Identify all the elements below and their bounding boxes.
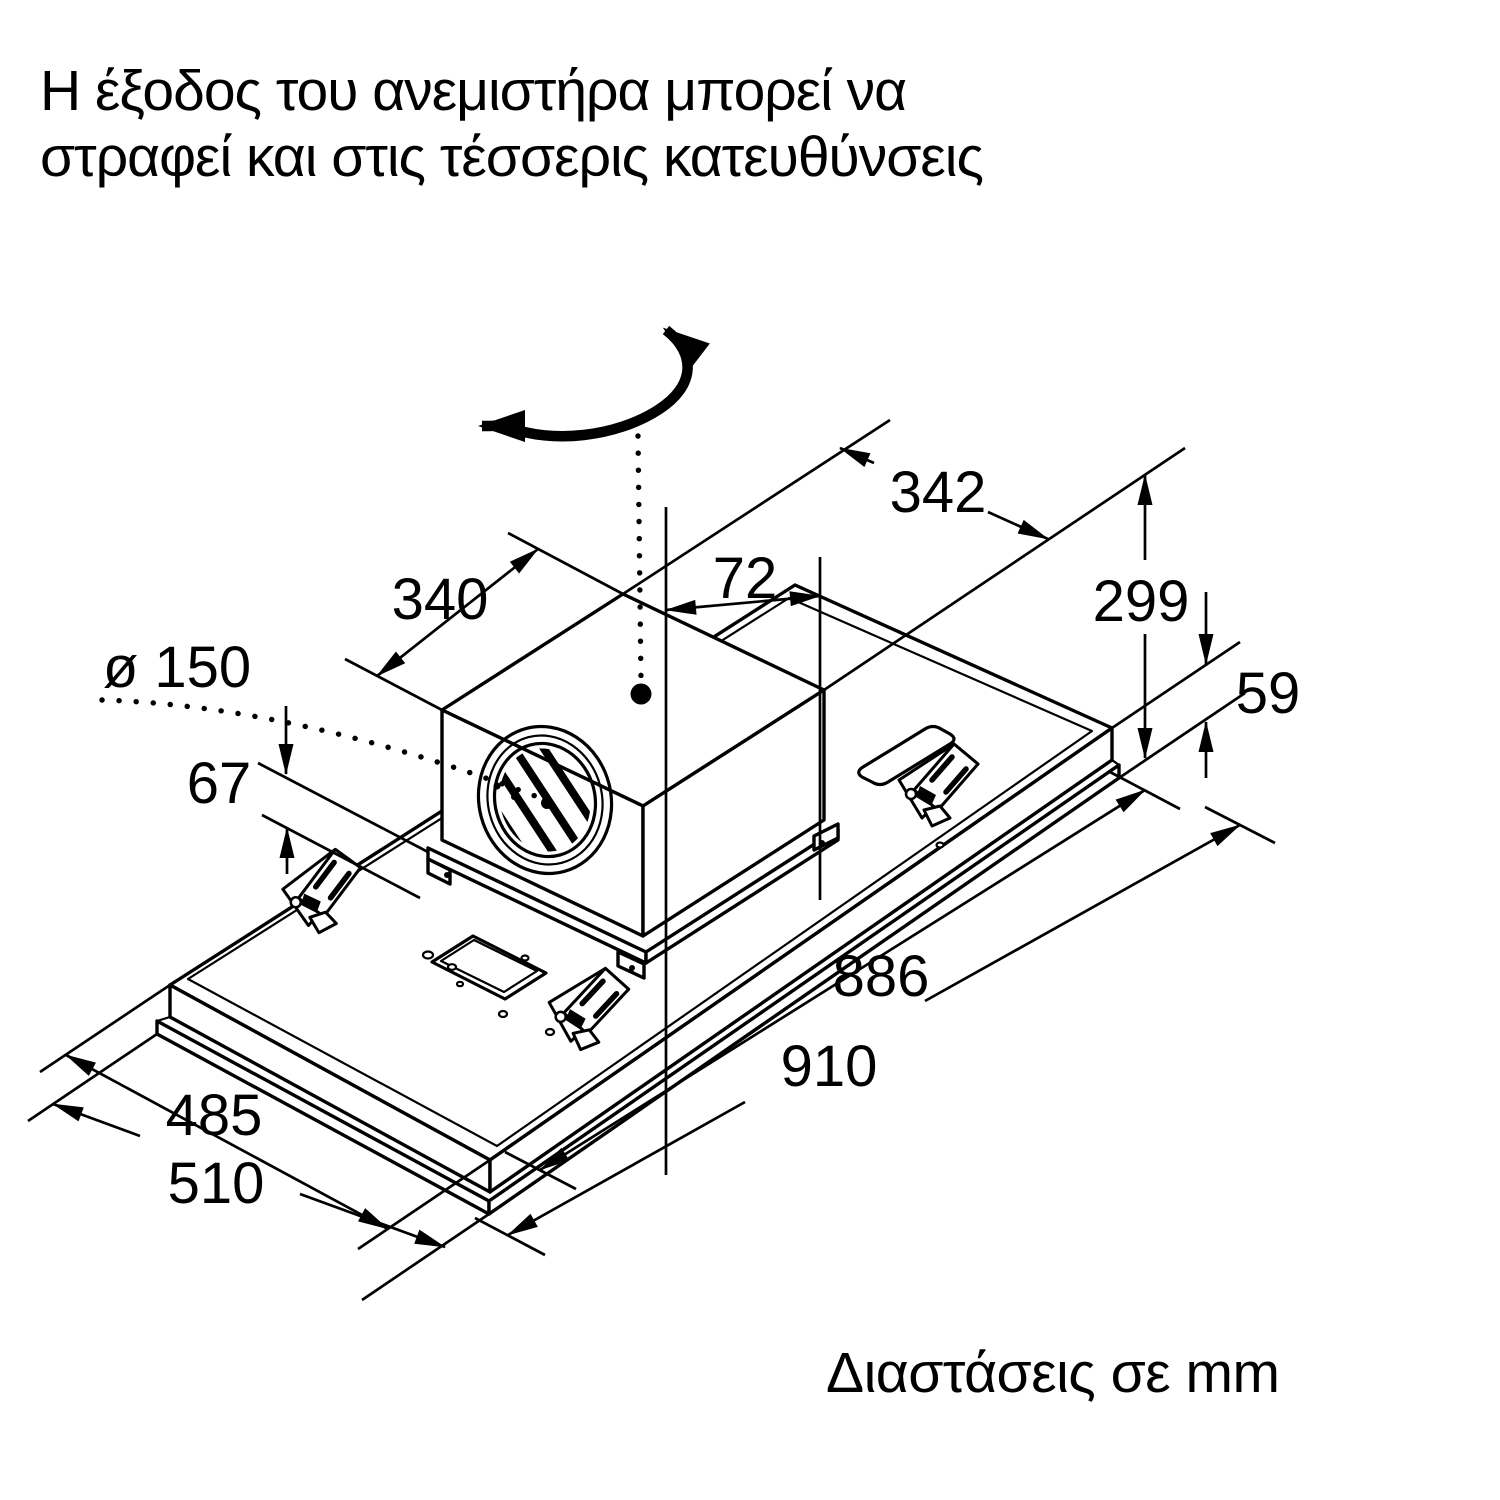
duct-screw-2 [511, 794, 517, 800]
dim-label-510: 510 [168, 1151, 265, 1216]
dim-485: 485 [39, 983, 491, 1251]
dim-342: 342 [622, 418, 1186, 692]
rotation-axis-dotted-line [635, 433, 644, 683]
dim-299: 299 [1093, 474, 1190, 759]
dim-510: 510 [27, 1032, 490, 1302]
dim-340: 340 [344, 531, 624, 712]
dim-label-886: 886 [833, 944, 930, 1009]
dim-150: ø 150 [99, 635, 546, 802]
dim-label-299: 299 [1093, 569, 1190, 634]
rotation-axis-ball [630, 683, 652, 705]
dim-label-340: 340 [392, 567, 489, 632]
dim-910: 910 [474, 805, 1276, 1257]
dim-label-485: 485 [166, 1083, 263, 1148]
dim-label-342: 342 [890, 460, 987, 525]
dim-72: 72 [665, 546, 821, 615]
panel-lip-edge-e [1110, 758, 1121, 767]
dim-label-59: 59 [1236, 661, 1301, 726]
page-title: Η έξοδος του ανεμιστήρα μπορεί να στραφε… [40, 58, 984, 190]
dim-label-910: 910 [781, 1034, 878, 1099]
duct-center-point [541, 797, 553, 809]
duct-screw-1 [493, 782, 501, 790]
dim-label-150: ø 150 [103, 635, 251, 700]
title-line-1: Η έξοδος του ανεμιστήρα μπορεί να [40, 59, 907, 123]
dim-label-67: 67 [187, 751, 252, 816]
rotation-arrow-icon [478, 325, 710, 442]
units-note: Διαστάσεις σε mm [826, 1341, 1280, 1405]
dim-label-72: 72 [713, 546, 778, 611]
title-line-2: στραφεί και στις τέσσερις κατευθύνσεις [40, 125, 984, 189]
dim-886: 886 [504, 770, 1181, 1191]
dim-67: 67 [187, 706, 429, 900]
rotation-axis-group [478, 325, 710, 705]
panel-cutout-rounded [857, 724, 956, 787]
panel-lip-edge-w [155, 1015, 172, 1023]
dim-59: 59 [1111, 592, 1301, 780]
panel-cutout-rect-inner [439, 938, 539, 994]
flange-tab-w [426, 857, 452, 886]
